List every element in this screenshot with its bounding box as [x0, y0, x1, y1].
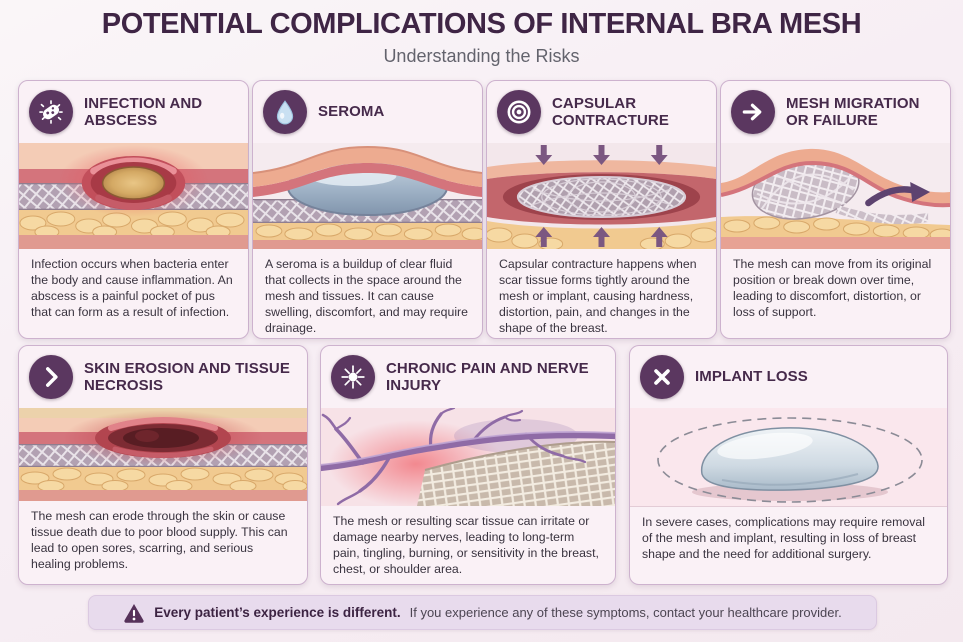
footer-bold-text: Every patient’s experience is different.	[154, 605, 401, 620]
seroma-illustration	[253, 143, 482, 249]
skin-erosion-illustration	[19, 408, 307, 501]
footer-text: If you experience any of these symptoms,…	[409, 605, 842, 620]
card-title: MESH MIGRATION OR FAILURE	[786, 94, 920, 129]
card-description: The mesh can erode through the skin or c…	[31, 509, 288, 572]
bacteria-icon	[29, 90, 73, 134]
droplet-icon	[263, 90, 307, 134]
card-title: SEROMA	[318, 103, 385, 121]
card-skin-erosion: SKIN EROSION AND TISSUE NECROSIS	[18, 345, 308, 585]
abscess-illustration	[19, 143, 248, 249]
nerve-icon	[331, 355, 375, 399]
card-mesh-migration: MESH MIGRATION OR FAILURE	[720, 80, 951, 339]
card-description: Capsular contracture happens when scar t…	[499, 257, 697, 336]
card-chronic-pain: CHRONIC PAIN AND NERVE INJURY	[320, 345, 616, 585]
x-icon	[640, 355, 684, 399]
card-title: CAPSULAR CONTRACTURE	[552, 94, 669, 129]
card-description: The mesh or resulting scar tissue can ir…	[333, 514, 599, 577]
card-header: INFECTION AND ABSCESS	[19, 81, 248, 143]
card-header: SEROMA	[253, 81, 482, 143]
page-title: POTENTIAL COMPLICATIONS OF INTERNAL BRA …	[101, 8, 862, 40]
card-title: IMPLANT LOSS	[695, 368, 808, 386]
card-header: SKIN EROSION AND TISSUE NECROSIS	[19, 346, 307, 408]
mesh-migration-illustration	[721, 143, 950, 249]
card-infection-abscess: INFECTION AND ABSCESS	[18, 80, 249, 339]
page-subtitle: Understanding the Risks	[383, 46, 580, 66]
implant-loss-illustration	[630, 408, 947, 507]
card-description: A seroma is a buildup of clear fluid tha…	[265, 257, 468, 336]
card-description: The mesh can move from its original posi…	[733, 257, 932, 320]
arrow-right-icon	[731, 90, 775, 134]
footer-disclaimer: Every patient’s experience is different.…	[88, 595, 877, 630]
card-implant-loss: IMPLANT LOSS In severe cases, complicati…	[629, 345, 948, 585]
warning-icon	[123, 602, 145, 624]
card-title: SKIN EROSION AND TISSUE NECROSIS	[84, 359, 290, 394]
capsular-contracture-illustration	[487, 143, 716, 249]
card-header: CAPSULAR CONTRACTURE	[487, 81, 716, 143]
card-description: Infection occurs when bacteria enter the…	[31, 257, 233, 320]
card-header: MESH MIGRATION OR FAILURE	[721, 81, 950, 143]
card-header: CHRONIC PAIN AND NERVE INJURY	[321, 346, 615, 408]
target-icon	[497, 90, 541, 134]
nerve-injury-illustration	[321, 408, 615, 506]
card-title: CHRONIC PAIN AND NERVE INJURY	[386, 359, 589, 394]
card-seroma: SEROMA	[252, 80, 483, 339]
card-description: In severe cases, complications may requi…	[642, 515, 925, 562]
header: POTENTIAL COMPLICATIONS OF INTERNAL BRA …	[0, 8, 963, 67]
card-title: INFECTION AND ABSCESS	[84, 94, 203, 129]
card-header: IMPLANT LOSS	[630, 346, 947, 408]
chevron-right-icon	[29, 355, 73, 399]
card-capsular-contracture: CAPSULAR CONTRACTURE	[486, 80, 717, 339]
